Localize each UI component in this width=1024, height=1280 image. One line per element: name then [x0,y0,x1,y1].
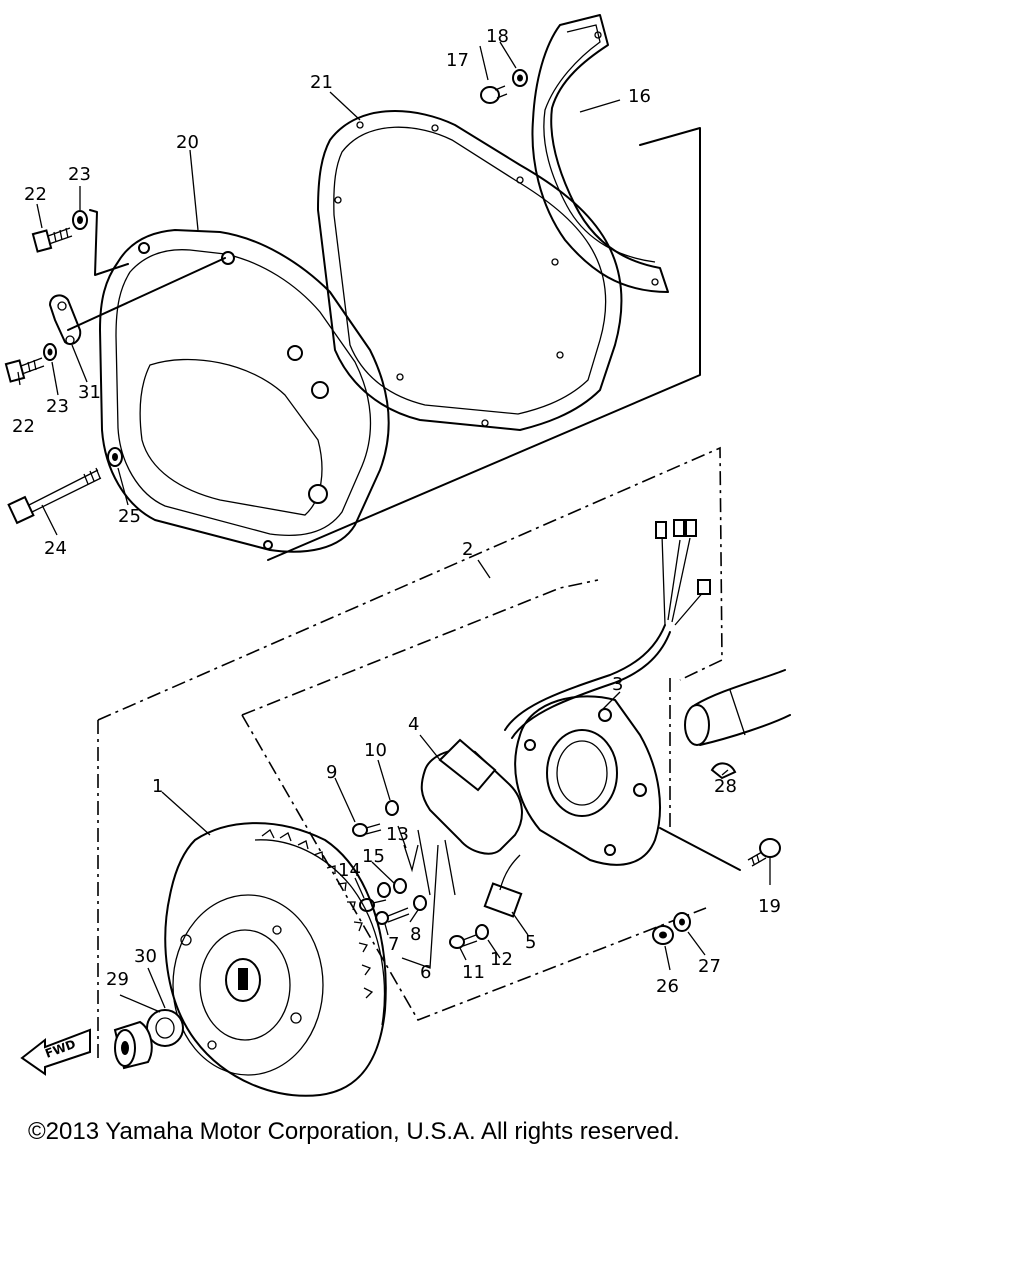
seal-bolt-part [480,69,528,104]
cover-bolt-upper [31,210,88,253]
cover-bolt-lower [4,343,57,383]
stator-bolt-part [659,827,781,871]
label-part-27: 27 [698,956,721,977]
long-bolt-part [7,447,123,525]
crankshaft-end-part [684,669,791,780]
label-part-3: 3 [612,674,623,695]
flywheel-part [164,822,387,1097]
label-part-24: 24 [44,538,67,559]
label-part-4: 4 [408,714,419,735]
label-part-30: 30 [134,946,157,967]
label-part-15: 15 [362,846,385,867]
label-part-6: 6 [420,962,431,983]
label-part-19: 19 [758,896,781,917]
forward-arrow-icon [20,1028,91,1076]
label-part-22a: 22 [24,184,47,205]
pulser-coil-part [483,854,523,918]
label-part-5: 5 [525,932,536,953]
label-part-1: 1 [152,776,163,797]
exploded-parts-diagram: FWD 1 2 [4,14,791,1097]
label-part-8: 8 [410,924,421,945]
label-part-25: 25 [118,506,141,527]
stator-base-plate-part [514,695,661,866]
label-part-22b: 22 [12,416,35,437]
label-part-12: 12 [490,949,513,970]
label-part-20: 20 [176,132,199,153]
label-part-26: 26 [656,976,679,997]
seal-strip-part [531,14,669,293]
label-part-9: 9 [326,762,337,783]
label-part-11: 11 [462,962,485,983]
label-part-16: 16 [628,86,651,107]
label-part-2: 2 [462,539,473,560]
label-part-28: 28 [714,776,737,797]
cover-clamp-part [48,294,82,346]
label-part-13: 13 [386,824,409,845]
charge-coil-part [417,738,523,896]
assembly-group-outline [67,127,723,1060]
stator-screws-part [352,800,489,949]
wire-harness-part [504,519,711,739]
flywheel-cover-part [99,229,390,553]
label-part-18: 18 [486,26,509,47]
label-part-31: 31 [78,382,101,403]
label-part-17: 17 [446,50,469,71]
label-part-14: 14 [338,860,361,881]
flywheel-nut-part [113,1009,184,1070]
copyright-notice: ©2013 Yamaha Motor Corporation, U.S.A. A… [28,1118,680,1145]
label-part-7: 7 [388,934,399,955]
label-part-23b: 23 [46,396,69,417]
label-part-10: 10 [364,740,387,761]
leader-lines [17,41,771,1013]
label-part-29: 29 [106,969,129,990]
label-part-21: 21 [310,72,333,93]
label-part-23a: 23 [68,164,91,185]
nut-washer-part [652,912,691,945]
cover-gasket-part [317,110,623,431]
part-number-labels: 1 2 3 4 5 6 7 8 9 10 11 12 13 14 15 16 1… [12,26,781,997]
